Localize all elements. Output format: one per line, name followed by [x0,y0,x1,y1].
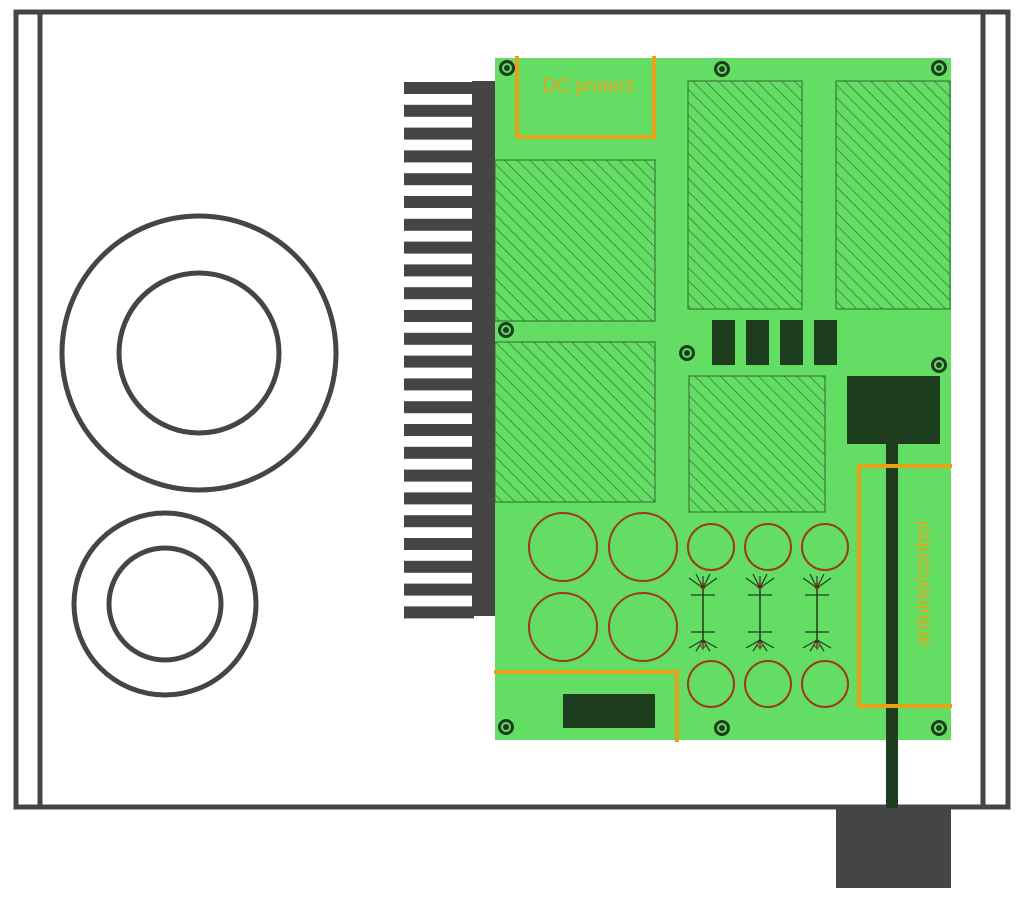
relay-2 [746,320,769,365]
relay-3 [780,320,803,365]
transistor-footprint [745,573,775,652]
heatsink-fin [404,104,474,117]
relay-1 [712,320,735,365]
dc-protect-zone: DC protect [515,56,656,139]
heatsink-fin [404,446,474,459]
heatsink-fin [404,378,474,391]
mounting-hole [679,345,695,361]
heatsink-fin [404,424,474,436]
mounting-hole [714,61,730,77]
capacitors [528,512,849,708]
control-cable [886,444,898,808]
module-center [688,375,826,513]
mounting-hole [931,60,947,76]
mounting-hole [499,60,515,76]
heatsink-fin [404,469,474,482]
heatsink-fin [404,127,474,140]
heatsink-fin [404,538,474,550]
relay-4 [814,320,837,365]
heatsink-fin [404,583,474,596]
large-capacitor [528,592,598,662]
heatsink-fin [404,218,474,231]
arduino-control-label: arduino/control [913,521,934,647]
mounting-hole [931,357,947,373]
heatsink-fin [404,82,474,94]
heatsink-base [472,81,496,616]
small-component-footprints [688,573,832,652]
module-mid-left [494,341,656,503]
large-capacitor [528,512,598,582]
small-capacitor [801,660,849,708]
heatsink-fin [404,150,474,163]
heatsink-fin [404,401,474,414]
mounting-hole [498,719,514,735]
heatsink-fin [404,606,474,619]
module-top-right [835,80,951,310]
heatsink-fin [404,264,474,277]
heatsink-fin [404,196,474,208]
mounting-hole [931,720,947,736]
mounting-hole [714,720,730,736]
bottom-zone [494,670,679,742]
heatsink-fin [404,332,474,345]
power-modules [494,80,951,513]
small-capacitor [687,660,735,708]
dc-protect-label: DC protect [543,76,635,97]
heatsink-fin [404,355,474,368]
heatsink-fin [404,492,474,505]
power-inlet [836,808,951,888]
mounting-hole [498,322,514,338]
heatsink-fin [404,560,474,573]
heatsink-fin [404,287,474,300]
arduino-control-zone: arduino/control [857,464,952,708]
module-top-left [494,159,656,322]
heatsink-fin [404,515,474,528]
small-capacitor [687,523,735,571]
heatsink-fin [404,241,474,254]
small-capacitor [801,523,849,571]
large-capacitor [608,512,678,582]
bottom-connector [563,694,655,728]
dark-components [563,320,940,728]
large-toroidal-transformer [59,213,339,493]
small-capacitor [744,523,792,571]
small-capacitor [744,660,792,708]
transistor-footprint [802,573,832,652]
heatsink-fin [404,173,474,186]
small-toroidal-transformer [71,510,259,698]
heatsink-fin [404,310,474,322]
transistor-footprint [688,573,718,652]
large-capacitor [608,592,678,662]
arduino-module [847,376,940,444]
mounting-holes [498,60,947,736]
module-top-center [687,80,803,310]
heatsink [404,81,496,619]
